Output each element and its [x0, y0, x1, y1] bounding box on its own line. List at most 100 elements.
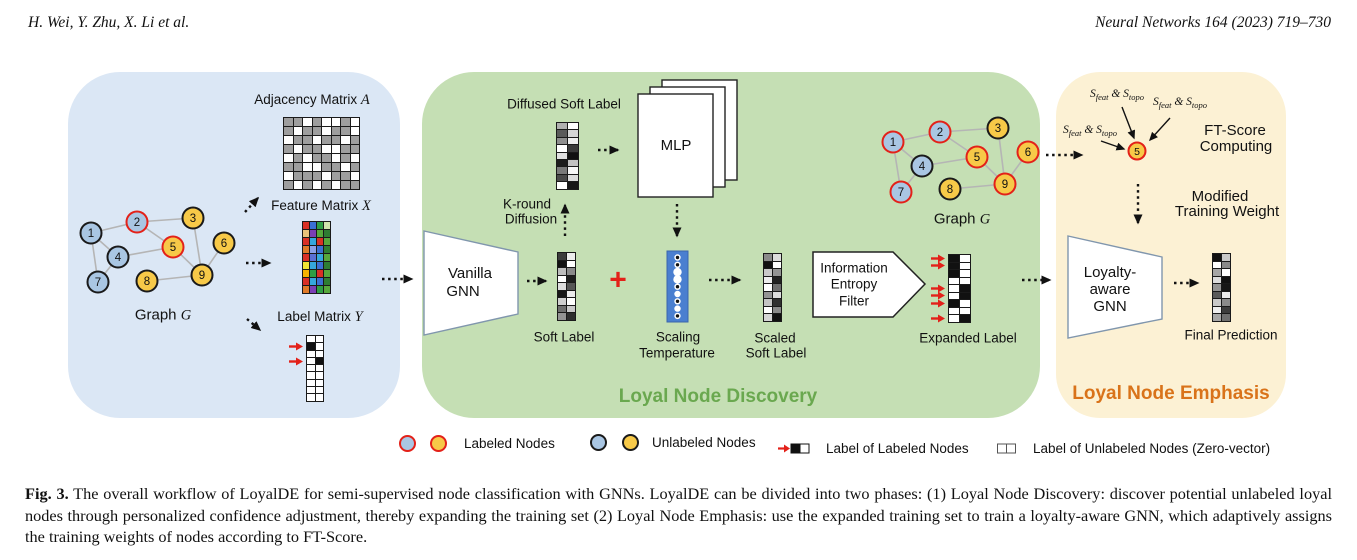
running-authors: H. Wei, Y. Zhu, X. Li et al.	[28, 14, 190, 31]
matrix-cell	[558, 253, 566, 260]
label-matrix-title: Label Matrix Y	[277, 309, 362, 326]
graph-g2-title: Graph G	[934, 211, 990, 229]
matrix-cell	[284, 172, 293, 180]
matrix-cell	[960, 292, 970, 299]
k-round-label-line2: Diffusion	[504, 211, 558, 227]
score-arrow-1	[1121, 106, 1136, 140]
matrix-cell	[322, 127, 331, 135]
matrix-cell	[557, 137, 567, 145]
matrix-cell	[960, 277, 970, 284]
matrix-cell	[307, 379, 315, 387]
journal-reference: Neural Networks 164 (2023) 719–730	[1095, 14, 1331, 31]
matrix-cell	[1213, 254, 1221, 261]
matrix-cell	[303, 286, 309, 293]
matrix-cell	[312, 154, 321, 162]
discovery-title: Loyal Node Discovery	[618, 386, 818, 407]
matrix-cell	[341, 181, 350, 189]
matrix-cell	[303, 163, 312, 171]
figure-caption-tag: Fig. 3.	[25, 484, 69, 503]
matrix-cell	[331, 136, 340, 144]
matrix-cell	[293, 163, 302, 171]
matrix-cell	[557, 182, 567, 189]
matrix-cell	[764, 254, 772, 261]
matrix-cell	[310, 238, 316, 245]
matrix-cell	[303, 127, 312, 135]
matrix-cell	[1222, 306, 1230, 313]
scaling-temperature-dots	[673, 254, 682, 320]
matrix-cell	[1222, 261, 1230, 268]
matrix-cell	[303, 254, 309, 261]
graph-node	[993, 172, 1017, 196]
labeled-yellow-node-icon	[430, 435, 447, 452]
matrix-cell	[303, 230, 309, 237]
graph-node	[181, 206, 205, 230]
adjacency-matrix	[283, 117, 360, 190]
scaling-dot-center	[675, 255, 680, 260]
matrix-cell	[317, 254, 323, 261]
final-prediction-matrix	[1212, 253, 1231, 322]
matrix-cell	[324, 286, 330, 293]
graph-node-number: 3	[190, 213, 196, 225]
scaled-label-line1: Scaled	[754, 330, 796, 346]
matrix-cell	[558, 275, 566, 282]
matrix-cell	[317, 278, 323, 285]
matrix-cell	[773, 291, 781, 298]
matrix-cell	[322, 118, 331, 126]
adjacency-matrix-var: A	[360, 92, 370, 109]
matrix-cell	[317, 286, 323, 293]
matrix-cell	[350, 136, 359, 144]
label-of-unlabeled-icon	[997, 443, 1016, 454]
graph-node-number: 6	[221, 238, 227, 250]
graph-node-number: 2	[937, 127, 943, 139]
matrix-cell	[307, 336, 315, 343]
matrix-cell	[324, 278, 330, 285]
scaling-dot-center	[675, 263, 680, 267]
matrix-cell	[949, 292, 959, 299]
matrix-cell	[960, 285, 970, 292]
matrix-cell	[350, 127, 359, 135]
matrix-cell	[558, 298, 566, 305]
legend-unlabeled-text: Unlabeled Nodes	[652, 435, 756, 450]
diffused-soft-label-matrix	[556, 122, 579, 190]
red-row-arrow	[289, 342, 303, 351]
matrix-cell	[557, 167, 567, 174]
matrix-cell	[307, 387, 315, 394]
matrix-cell	[773, 261, 781, 268]
matrix-cell	[1213, 284, 1221, 291]
matrix-cell	[1213, 276, 1221, 283]
label-matrix	[289, 335, 324, 402]
matrix-cell	[949, 315, 959, 322]
matrix-cell	[324, 238, 330, 245]
matrix-cell	[1222, 299, 1230, 306]
matrix-cell	[317, 246, 323, 253]
matrix-cell	[284, 127, 293, 135]
matrix-cell	[350, 181, 359, 189]
k-round-label-line1: K-round	[502, 196, 552, 212]
graph-node	[106, 245, 130, 269]
graph-node	[938, 177, 962, 201]
matrix-cell	[1222, 269, 1230, 276]
matrix-cell	[567, 268, 575, 275]
matrix-cell	[303, 145, 312, 153]
matrix-cell	[315, 336, 323, 343]
filter-label-line3: Filter	[839, 293, 869, 309]
matrix-cell	[350, 154, 359, 162]
matrix-cell	[303, 222, 309, 229]
matrix-cell	[315, 365, 323, 372]
matrix-cell	[1222, 254, 1230, 261]
matrix-cell	[773, 284, 781, 291]
loyalty-gnn-line1: Loyalty-	[1083, 263, 1137, 281]
red-row-arrow	[931, 314, 945, 323]
matrix-cell	[567, 283, 575, 290]
matrix-cell	[558, 305, 566, 312]
matrix-cell	[567, 260, 575, 267]
matrix-cell	[315, 394, 323, 401]
matrix-cell	[303, 136, 312, 144]
graph-node	[928, 120, 952, 144]
matrix-cell	[322, 154, 331, 162]
graph-node	[86, 270, 110, 294]
matrix-cell	[312, 145, 321, 153]
red-row-arrow	[289, 357, 303, 366]
matrix-cell	[307, 357, 315, 365]
